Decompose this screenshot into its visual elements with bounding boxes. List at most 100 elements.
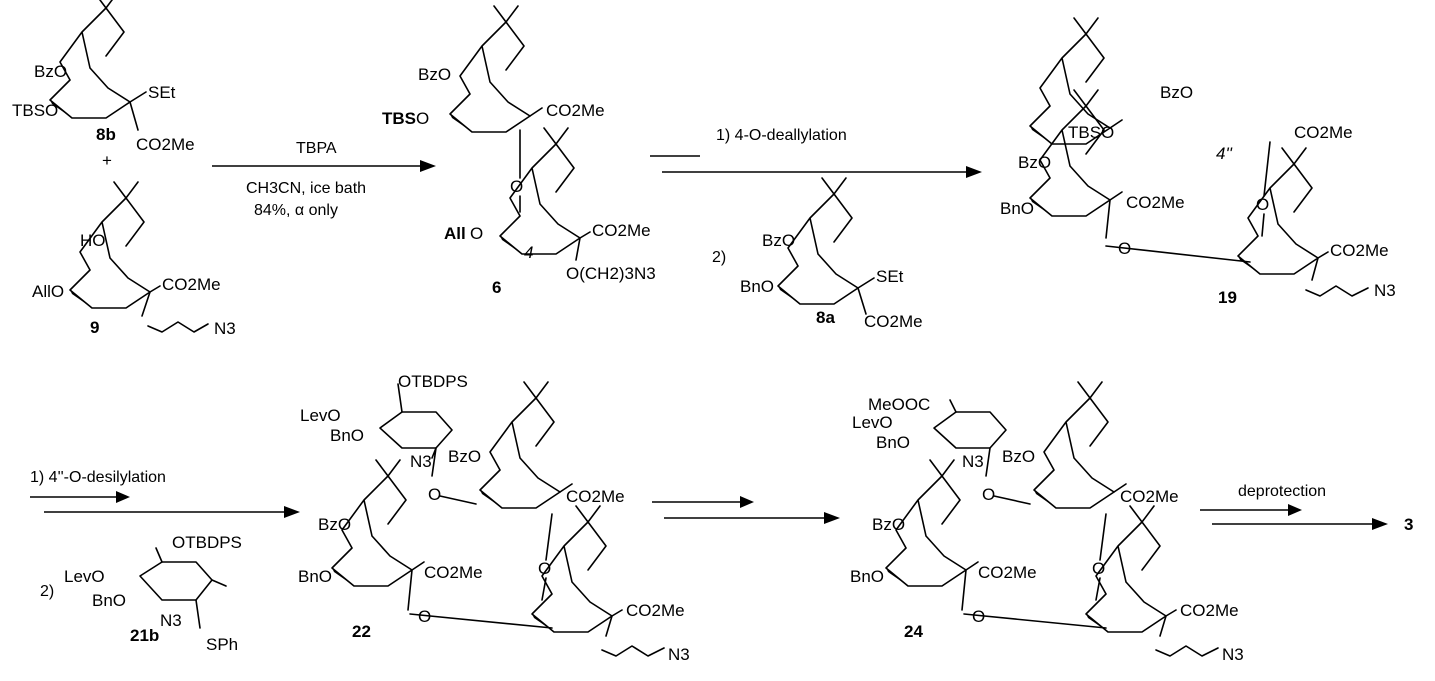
o-linker: O bbox=[416, 109, 429, 128]
compound-9 bbox=[69, 181, 209, 333]
n3-group: N3 bbox=[214, 319, 236, 338]
position-4-label: 4 bbox=[524, 243, 533, 262]
step-2-marker: 2) bbox=[712, 249, 726, 266]
compound-8a bbox=[777, 177, 875, 315]
step-desilylation: 1) 4''-O-desilylation bbox=[30, 469, 166, 486]
reaction-arrow-1: TBPA CH3CN, ice bath 84%, α only bbox=[212, 140, 436, 219]
bzo-group: BzO bbox=[1002, 447, 1035, 466]
glycosidic-o: O bbox=[1256, 195, 1269, 214]
position-4pp-label: 4'' bbox=[1216, 144, 1233, 163]
glycosidic-o-2: O bbox=[1092, 559, 1105, 578]
conditions-solvent: CH3CN, ice bath bbox=[246, 180, 366, 197]
glycosidic-o-3: O bbox=[418, 607, 431, 626]
co2me-group-3: CO2Me bbox=[1180, 601, 1239, 620]
bzo-group: BzO bbox=[34, 62, 67, 81]
bzo-group: BzO bbox=[762, 231, 795, 250]
glycosidic-o-2: O bbox=[1118, 239, 1131, 258]
compound-label-22: 22 bbox=[352, 622, 371, 641]
reaction-arrow-2: 1) 4-O-deallylation 2) bbox=[650, 127, 982, 266]
n3-group-2: N3 bbox=[1222, 645, 1244, 664]
compound-21b bbox=[139, 547, 227, 629]
bno-group: BnO bbox=[330, 426, 364, 445]
glycosidic-o: O bbox=[510, 177, 523, 196]
compound-19 bbox=[1029, 17, 1369, 297]
levo-group: LevO bbox=[64, 567, 105, 586]
compound-label-8a: 8a bbox=[816, 308, 835, 327]
tbso-group: TBSO bbox=[1068, 123, 1114, 142]
compound-9-groups: HO AllO CO2Me N3 9 bbox=[32, 231, 236, 338]
step-2-marker: 2) bbox=[40, 583, 54, 600]
compound-24 bbox=[885, 381, 1219, 657]
n3-group-2: N3 bbox=[668, 645, 690, 664]
linker-group: O(CH2)3N3 bbox=[566, 264, 656, 283]
n3-group: N3 bbox=[410, 452, 432, 471]
n3-group: N3 bbox=[962, 452, 984, 471]
bno-group: BnO bbox=[1000, 199, 1034, 218]
co2me-group: CO2Me bbox=[546, 101, 605, 120]
compound-6-groups: BzO TBS O CO2Me O All O CO2Me O(CH2)3N3 … bbox=[382, 65, 656, 297]
reaction-arrow-4 bbox=[652, 496, 840, 524]
bzo-group-2: BzO bbox=[1018, 153, 1051, 172]
step-deallylation: 1) 4-O-deallylation bbox=[716, 127, 847, 144]
step-deprotection: deprotection bbox=[1238, 483, 1326, 500]
co2me-group-3: CO2Me bbox=[1330, 241, 1389, 260]
compound-8b-groups: BzO TBSO SEt CO2Me 8b + bbox=[12, 62, 195, 170]
n3-group: N3 bbox=[1374, 281, 1396, 300]
o-allyl: O bbox=[470, 224, 483, 243]
glycosidic-o: O bbox=[428, 485, 441, 504]
otbdps-group: OTBDPS bbox=[398, 372, 468, 391]
co2me-group-3: CO2Me bbox=[626, 601, 685, 620]
bzo-group-2: BzO bbox=[872, 515, 905, 534]
compound-label-19: 19 bbox=[1218, 288, 1237, 307]
levo-group: LevO bbox=[300, 406, 341, 425]
bno-group: BnO bbox=[92, 591, 126, 610]
n3-group: N3 bbox=[160, 611, 182, 630]
co2me-group: CO2Me bbox=[566, 487, 625, 506]
ho-group: HO bbox=[80, 231, 106, 250]
bzo-group: BzO bbox=[448, 447, 481, 466]
co2me-group-2: CO2Me bbox=[424, 563, 483, 582]
compound-22 bbox=[331, 381, 665, 657]
co2me-group: CO2Me bbox=[162, 275, 221, 294]
conditions-yield: 84%, α only bbox=[254, 202, 338, 219]
compound-8b bbox=[49, 0, 147, 131]
glycosidic-o: O bbox=[982, 485, 995, 504]
co2me-group-2: CO2Me bbox=[1126, 193, 1185, 212]
co2me-group-2: CO2Me bbox=[978, 563, 1037, 582]
glycosidic-o-2: O bbox=[538, 559, 551, 578]
compound-label-6: 6 bbox=[492, 278, 501, 297]
compound-19-groups: BzO TBSO CO2Me BzO BnO CO2Me CO2Me N3 O … bbox=[1000, 83, 1396, 307]
co2me-group: CO2Me bbox=[136, 135, 195, 154]
co2me-group: CO2Me bbox=[864, 312, 923, 331]
bzo-group-2: BzO bbox=[318, 515, 351, 534]
tbso-group: TBSO bbox=[12, 101, 58, 120]
set-group: SEt bbox=[148, 83, 176, 102]
levo-group: LevO bbox=[852, 413, 893, 432]
meooc-group: MeOOC bbox=[868, 395, 930, 414]
compound-label-9: 9 bbox=[90, 318, 99, 337]
glycosidic-o-3: O bbox=[972, 607, 985, 626]
bzo-group: BzO bbox=[418, 65, 451, 84]
co2me-group: CO2Me bbox=[1120, 487, 1179, 506]
sph-group: SPh bbox=[206, 635, 238, 654]
bno-group: BnO bbox=[876, 433, 910, 452]
compound-21b-groups: OTBDPS LevO BnO N3 SPh 21b bbox=[64, 533, 242, 654]
bzo-group: BzO bbox=[1160, 83, 1193, 102]
otbdps-group: OTBDPS bbox=[172, 533, 242, 552]
compound-label-3: 3 bbox=[1404, 515, 1413, 534]
co2me-group-2: CO2Me bbox=[592, 221, 651, 240]
allyl-highlight: All bbox=[444, 224, 466, 243]
allo-group: AllO bbox=[32, 282, 64, 301]
reagent-tbpa: TBPA bbox=[296, 140, 337, 157]
tbs-highlight: TBS bbox=[382, 109, 416, 128]
compound-label-8b: 8b bbox=[96, 125, 116, 144]
set-group: SEt bbox=[876, 267, 904, 286]
compound-label-24: 24 bbox=[904, 622, 923, 641]
compound-8a-groups: BzO BnO SEt CO2Me 8a bbox=[740, 231, 923, 331]
plus-sign: + bbox=[102, 151, 112, 170]
compound-6 bbox=[449, 5, 591, 261]
compound-22-groups: OTBDPS LevO BnO N3 BzO CO2Me BzO BnO CO2… bbox=[298, 372, 690, 664]
bno-group-2: BnO bbox=[850, 567, 884, 586]
reaction-arrow-3: 1) 4''-O-desilylation 2) bbox=[30, 469, 300, 600]
